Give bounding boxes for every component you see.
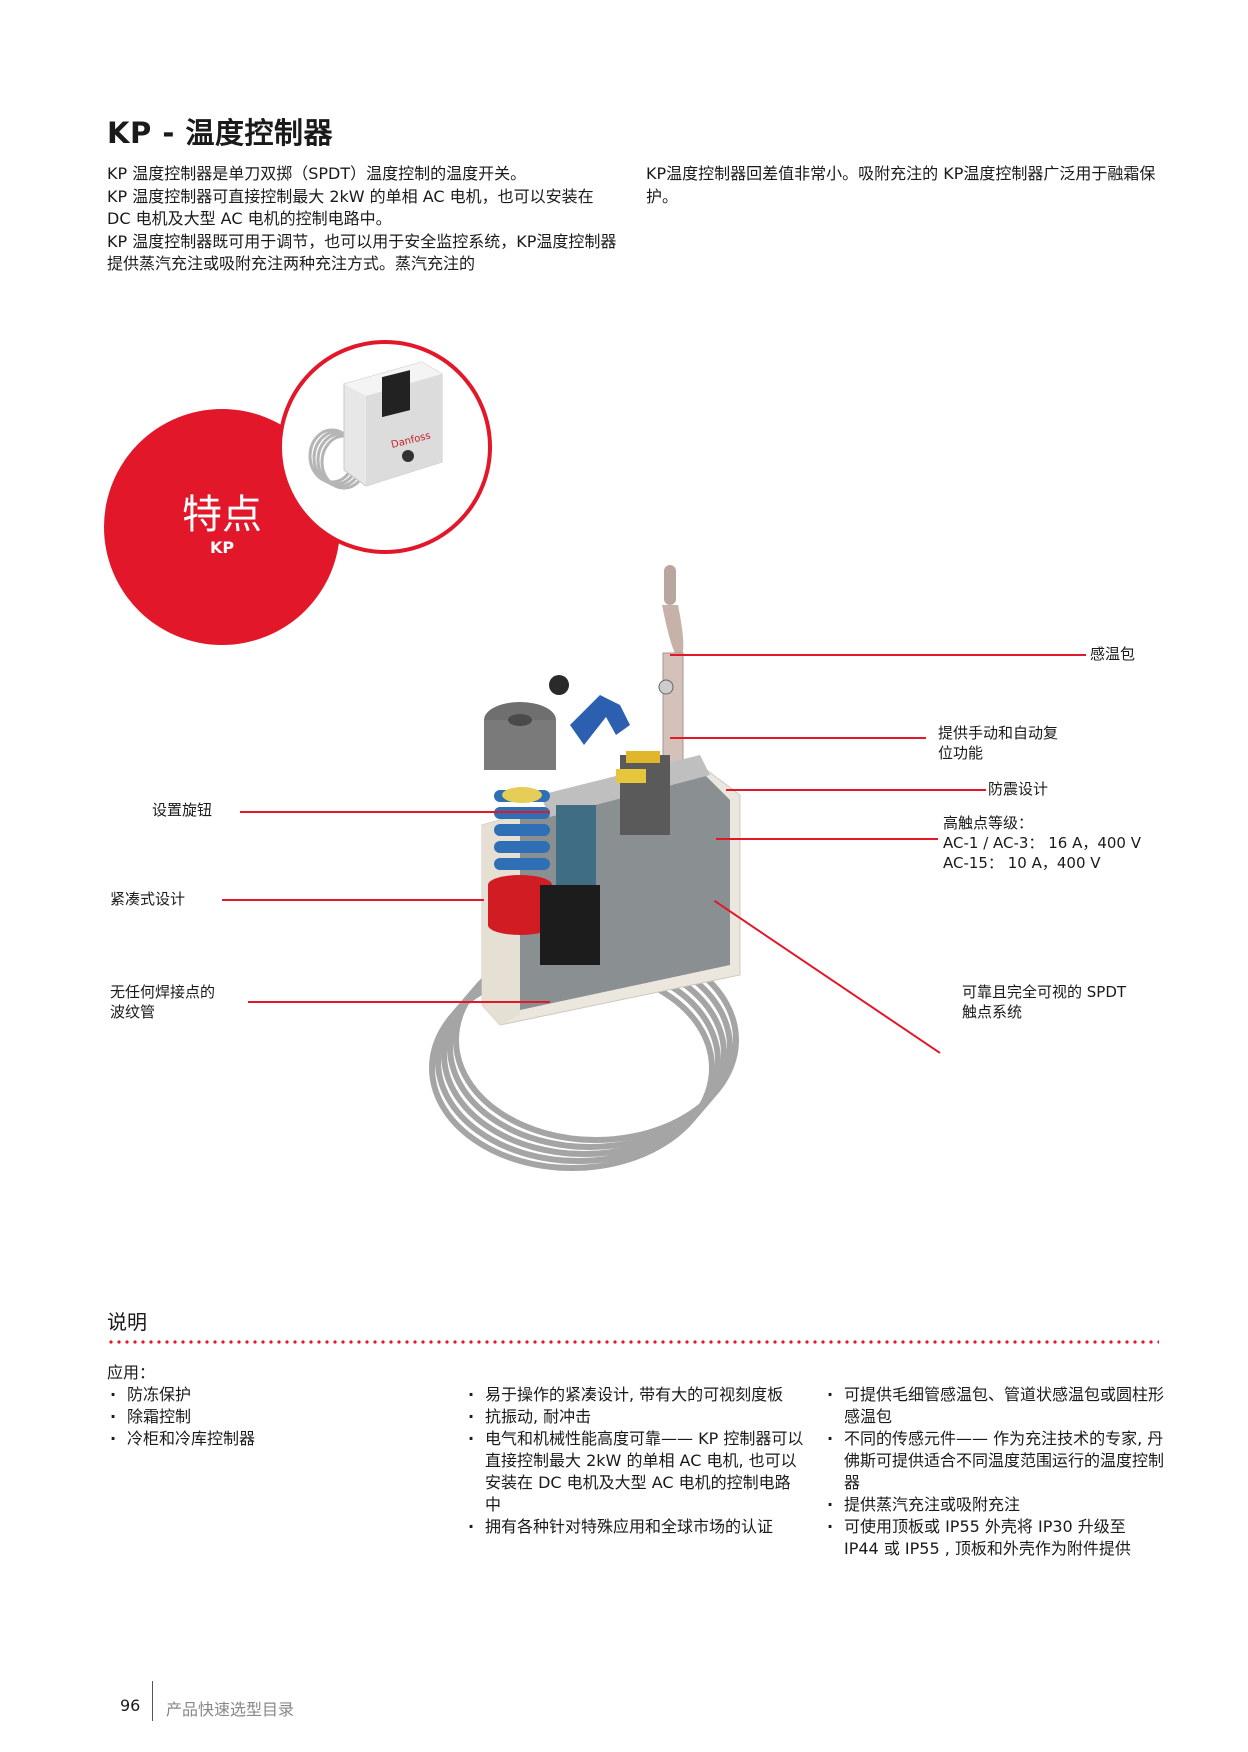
knob-body xyxy=(484,720,556,770)
callout-line-sensor xyxy=(670,654,1086,656)
callout-shockproof: 防震设计 xyxy=(988,780,1049,798)
intro-paragraph: KP 温度控制器可直接控制最大 2kW 的单相 AC 电机，也可以安装在 DC … xyxy=(107,186,594,229)
callout-compact: 紧凑式设计 xyxy=(110,890,186,908)
section-title: 说明 xyxy=(107,1310,147,1334)
callout-line-knob xyxy=(240,811,550,813)
callout-sensor: 感温包 xyxy=(1090,645,1136,663)
callout-reset: 提供手动和自动复 位功能 xyxy=(938,723,1058,763)
list-item: 不同的传感元件—— 作为充注技术的专家, 丹佛斯可提供适合不同温度范围运行的温度… xyxy=(824,1428,1164,1494)
features-column-2: 易于操作的紧凑设计, 带有大的可视刻度板 抗振动, 耐冲击 电气和机械性能高度可… xyxy=(465,1384,805,1538)
callout-knob: 设置旋钮 xyxy=(152,801,213,819)
callout-bellows: 无任何焊接点的 波纹管 xyxy=(110,982,215,1022)
callout-rating-ac15: AC-15： 10 A，400 V xyxy=(943,854,1101,872)
intro-left-column: KP 温度控制器是单刀双掷（SPDT）温度控制的温度开关。 KP 温度控制器可直… xyxy=(107,163,617,276)
catalog-title: 产品快速选型目录 xyxy=(166,1700,295,1719)
list-item: 拥有各种针对特殊应用和全球市场的认证 xyxy=(465,1516,805,1538)
callout-line-rating xyxy=(716,838,938,840)
intro-paragraph: KP温度控制器回差值非常小。吸附充注的 KP温度控制器广泛用于融霜保护。 xyxy=(646,164,1156,206)
list-item: 可使用顶板或 IP55 外壳将 IP30 升级至 IP44 或 IP55 , 顶… xyxy=(824,1516,1164,1560)
terminal-block xyxy=(540,885,600,965)
contact-terminal xyxy=(616,769,646,783)
spring-cap xyxy=(502,787,542,803)
kp-thermostat-cutaway-illustration xyxy=(429,565,741,1171)
features-column-3: 可提供毛细管感温包、管道状感温包或圆柱形感温包 不同的传感元件—— 作为充注技术… xyxy=(824,1384,1164,1560)
features-badge-subtitle: KP xyxy=(209,538,235,557)
callout-rating-ac1: AC-1 / AC-3： 16 A，400 V xyxy=(943,834,1141,852)
intro-paragraph: KP 温度控制器是单刀双掷（SPDT）温度控制的温度开关。 xyxy=(107,164,527,183)
knob-center xyxy=(508,714,532,726)
callout-line-compact xyxy=(222,899,484,901)
callout-rating-title: 高触点等级： xyxy=(943,814,1034,832)
contact-bar xyxy=(626,751,660,763)
footer-divider xyxy=(152,1681,153,1721)
callout-spdt-line: 可靠且完全可视的 SPDT xyxy=(962,983,1127,1001)
callout-reset-line: 提供手动和自动复 xyxy=(938,724,1059,742)
cover-screw xyxy=(658,679,674,695)
dotted-divider xyxy=(107,1340,1159,1344)
intro-right-column: KP温度控制器回差值非常小。吸附充注的 KP温度控制器广泛用于融霜保护。 xyxy=(646,163,1166,208)
callout-bellows-line: 无任何焊接点的 xyxy=(110,983,216,1001)
callout-line-bellows xyxy=(248,1001,550,1003)
list-item: 抗振动, 耐冲击 xyxy=(465,1406,805,1428)
list-item: 冷柜和冷库控制器 xyxy=(107,1428,407,1450)
sensor-tip xyxy=(664,565,676,605)
list-item: 防冻保护 xyxy=(107,1384,407,1406)
page-title: KP - 温度控制器 xyxy=(107,116,333,150)
list-item: 易于操作的紧凑设计, 带有大的可视刻度板 xyxy=(465,1384,805,1406)
sensor-taper xyxy=(662,605,684,655)
callout-spdt: 可靠且完全可视的 SPDT 触点系统 xyxy=(962,982,1126,1022)
contact-block xyxy=(620,755,670,835)
applications-label: 应用： xyxy=(107,1363,156,1382)
callout-bellows-line: 波纹管 xyxy=(110,1003,156,1021)
page-number: 96 xyxy=(120,1696,141,1715)
callout-reset-line: 位功能 xyxy=(938,744,984,762)
callout-rating: 高触点等级： AC-1 / AC-3： 16 A，400 V AC-15： 10… xyxy=(943,813,1141,873)
reset-lever xyxy=(570,695,630,745)
product-photo-image: Danfoss xyxy=(308,361,443,490)
callout-spdt-line: 触点系统 xyxy=(962,1003,1023,1021)
callout-line-reset xyxy=(670,737,926,739)
applications-column: 应用： 防冻保护 除霜控制 冷柜和冷库控制器 xyxy=(107,1362,407,1450)
reset-button xyxy=(549,675,569,695)
intro-paragraph: KP 温度控制器既可用于调节，也可以用于安全监控系统，KP温度控制器提供蒸汽充注… xyxy=(107,231,617,274)
list-item: 电气和机械性能高度可靠—— KP 控制器可以直接控制最大 2kW 的单相 AC … xyxy=(465,1428,805,1516)
features-badge-title: 特点 xyxy=(182,492,262,538)
list-item: 除霜控制 xyxy=(107,1406,407,1428)
product-photo-circle: Danfoss xyxy=(278,340,492,554)
callout-line-shockproof xyxy=(726,789,986,791)
list-item: 可提供毛细管感温包、管道状感温包或圆柱形感温包 xyxy=(824,1384,1164,1428)
list-item: 提供蒸汽充注或吸附充注 xyxy=(824,1494,1164,1516)
